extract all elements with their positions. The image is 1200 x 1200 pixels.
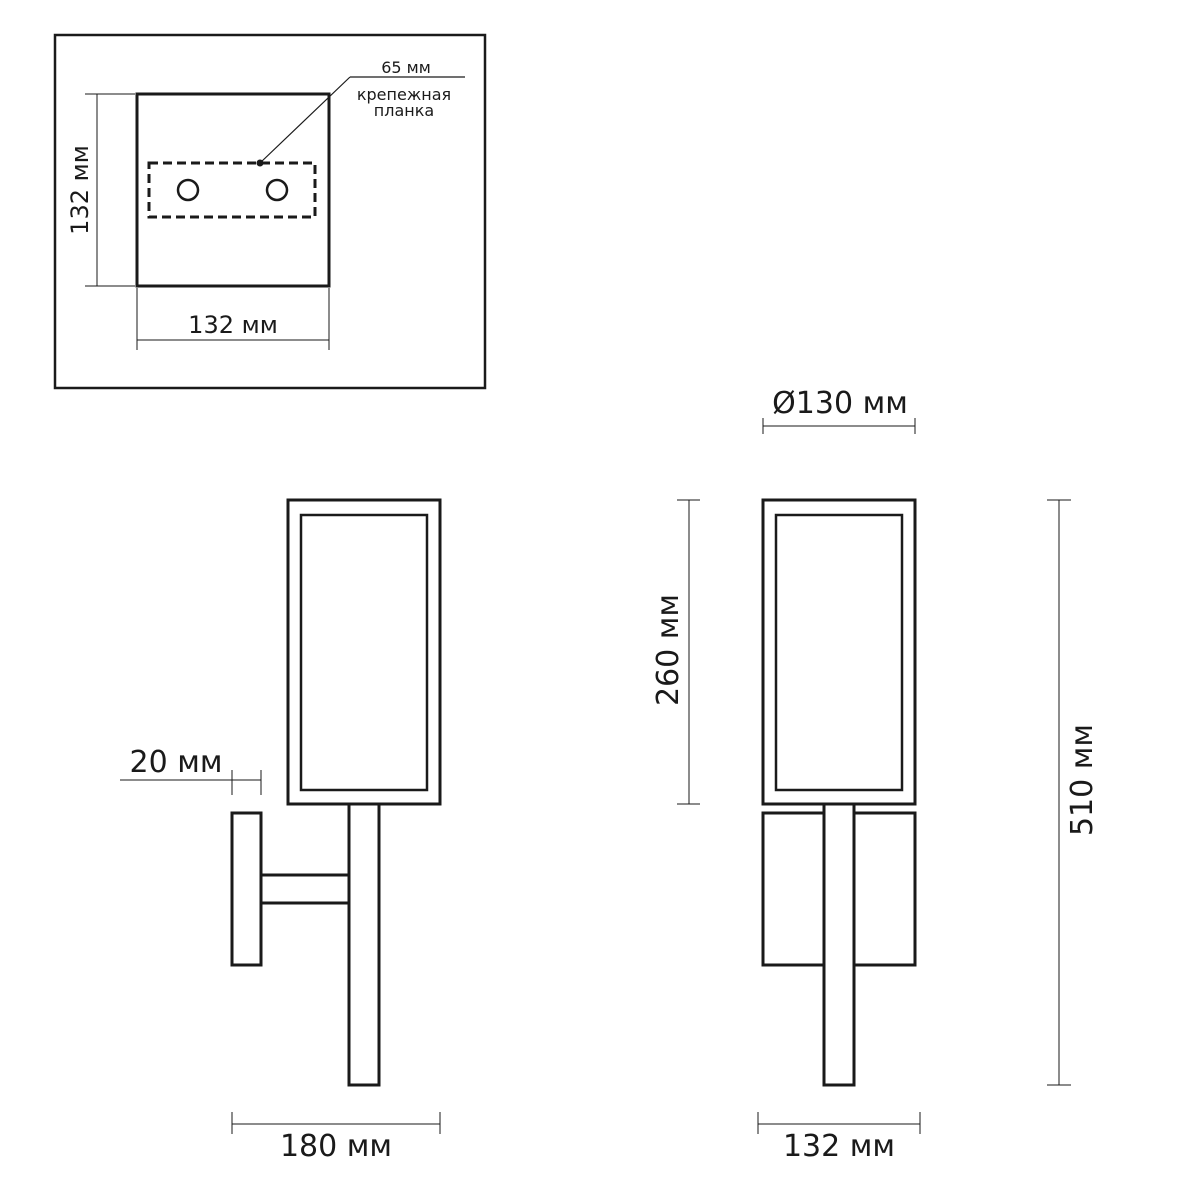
strip-name-label-1: крепежная <box>357 85 451 104</box>
plate-width-label: 132 мм <box>188 311 278 339</box>
shade-height-label: 260 мм <box>651 594 686 706</box>
diameter-label: Ø130 мм <box>772 386 908 421</box>
mount-plate-inset: 65 мм крепежная планка 132 мм 132 мм <box>53 33 487 390</box>
side-view: 20 мм 180 мм <box>120 498 442 1164</box>
side-arm <box>259 873 351 905</box>
strip-leader-dot <box>256 159 264 167</box>
base-width-label: 132 мм <box>783 1129 895 1164</box>
side-shade-inner <box>299 513 429 792</box>
front-shade-outer <box>761 498 917 806</box>
screw-hole-left <box>176 178 200 202</box>
inset-frame <box>53 33 487 390</box>
front-stem <box>822 802 856 1087</box>
front-shade-inner <box>774 513 904 792</box>
mount-plate-outline <box>135 92 331 288</box>
mounting-strip <box>147 161 317 219</box>
depth-label: 180 мм <box>280 1129 392 1164</box>
side-stem <box>347 802 381 1087</box>
side-wall-plate <box>230 811 263 967</box>
strip-leader-line <box>259 76 351 164</box>
strip-width-label: 65 мм <box>381 58 431 77</box>
side-shade-outer <box>286 498 442 806</box>
screw-hole-right <box>265 178 289 202</box>
strip-name-label-2: планка <box>374 101 434 120</box>
total-height-label: 510 мм <box>1065 724 1100 836</box>
plate-height-label: 132 мм <box>66 145 94 235</box>
offset-label: 20 мм <box>130 745 223 780</box>
front-view: Ø130 мм 260 мм 510 мм 132 мм <box>651 386 1100 1164</box>
